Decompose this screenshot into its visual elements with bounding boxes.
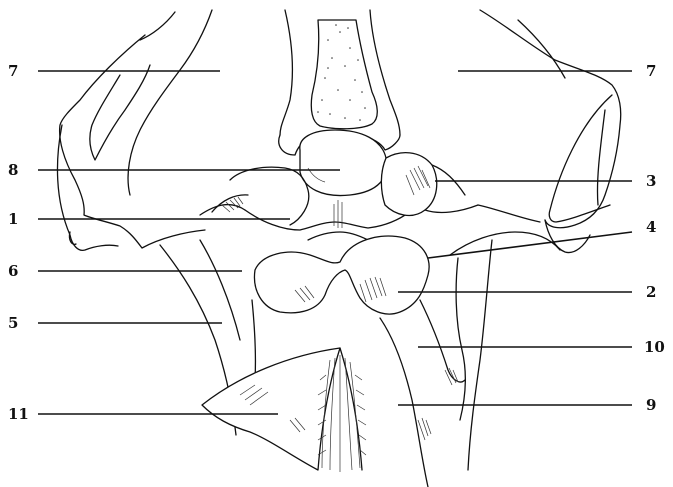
label-7-right: 7 xyxy=(646,62,656,80)
label-10: 10 xyxy=(644,338,665,356)
label-5: 5 xyxy=(8,314,18,332)
label-2: 2 xyxy=(646,283,656,301)
label-11: 11 xyxy=(8,405,29,423)
leader-4 xyxy=(428,232,632,258)
bone-8 xyxy=(300,130,387,196)
left-upper-limb xyxy=(60,35,205,248)
label-9: 9 xyxy=(646,396,656,414)
label-6: 6 xyxy=(8,262,18,280)
label-7-left: 7 xyxy=(8,62,18,80)
label-8: 8 xyxy=(8,161,18,179)
left-upper-limb-inner xyxy=(90,65,150,160)
bone-10 xyxy=(420,300,465,382)
label-3: 3 xyxy=(646,172,656,190)
label-1: 1 xyxy=(8,210,18,228)
bone-9 xyxy=(380,318,428,487)
right-upper-limb-inner xyxy=(549,95,612,222)
label-4: 4 xyxy=(646,218,656,236)
right-upper-limb xyxy=(480,10,621,228)
shaft-marrow xyxy=(311,20,377,129)
bone-lower-trilobe xyxy=(254,236,429,314)
anatomical-drawing xyxy=(57,10,620,487)
